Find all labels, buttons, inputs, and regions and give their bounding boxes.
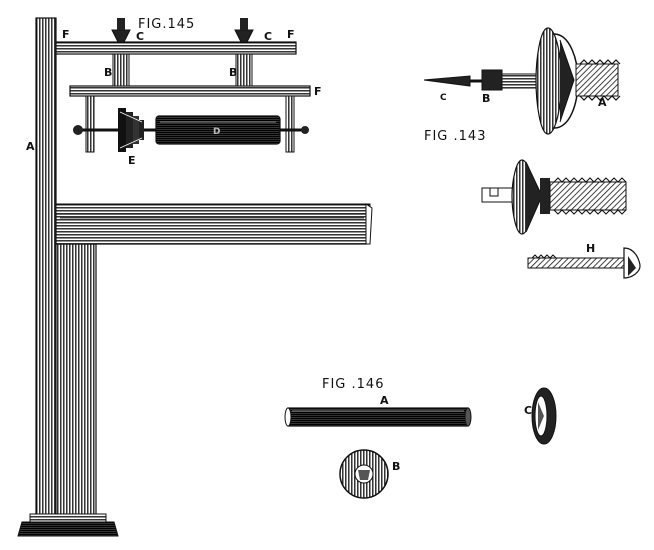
frame-top-bar xyxy=(55,41,297,55)
upright-b-right xyxy=(235,53,253,87)
table-front xyxy=(55,213,369,245)
fig146-label-b: B xyxy=(392,460,400,473)
label-f-top-right: F xyxy=(287,28,295,41)
fig143-pulley xyxy=(535,27,563,135)
spindle-knob-right xyxy=(301,126,309,134)
roller-d xyxy=(155,115,281,145)
fig146-label-a: A xyxy=(380,394,389,407)
stand-base-foot xyxy=(17,521,119,537)
stand-post-lower xyxy=(55,243,97,519)
screw-c-left xyxy=(111,29,131,43)
fig146-rod xyxy=(284,407,472,427)
fig146-title: FIG .146 xyxy=(322,377,384,392)
screw-c-right xyxy=(234,29,254,43)
fig143-label-c: C xyxy=(440,93,447,103)
label-c-right: C xyxy=(264,30,272,43)
upright-b-left xyxy=(112,53,130,87)
fig143-screw xyxy=(575,63,619,97)
hanger-right xyxy=(285,95,295,153)
label-e-pulley: E xyxy=(128,154,136,167)
fig143-pulley-screw xyxy=(481,159,627,235)
stand-post xyxy=(35,17,57,519)
spindle-knob-left xyxy=(73,125,83,135)
fig145-title: FIG.145 xyxy=(138,17,195,32)
table-end xyxy=(365,203,373,245)
fig143-label-h: H xyxy=(586,242,595,255)
fig143-label-a: A xyxy=(598,96,607,109)
fig146-label-c: C xyxy=(524,404,532,417)
label-f-lower-right: F xyxy=(314,85,322,98)
label-b-right: B xyxy=(229,66,237,79)
fig143-collar xyxy=(481,69,503,91)
fig146-cap xyxy=(531,387,557,445)
label-c-left: C xyxy=(136,30,144,43)
label-d-roller: D xyxy=(213,127,220,137)
label-a-post: A xyxy=(26,140,35,153)
table-top xyxy=(55,203,371,215)
hanger-left xyxy=(85,95,95,153)
fig146-disc xyxy=(339,449,389,499)
fig143-spindle-assembly xyxy=(423,27,621,135)
label-b-left: B xyxy=(104,66,112,79)
fig143-point xyxy=(423,75,471,87)
fig143-label-b: B xyxy=(482,92,490,105)
frame-lower-bar xyxy=(69,85,311,97)
fig143-screw-h xyxy=(527,247,641,279)
label-f-left: F xyxy=(62,28,70,41)
fig143-title: FIG .143 xyxy=(424,129,486,144)
cone-pulley-e xyxy=(118,108,144,152)
stand-base-top xyxy=(29,513,107,523)
fig145-stand xyxy=(17,17,373,537)
